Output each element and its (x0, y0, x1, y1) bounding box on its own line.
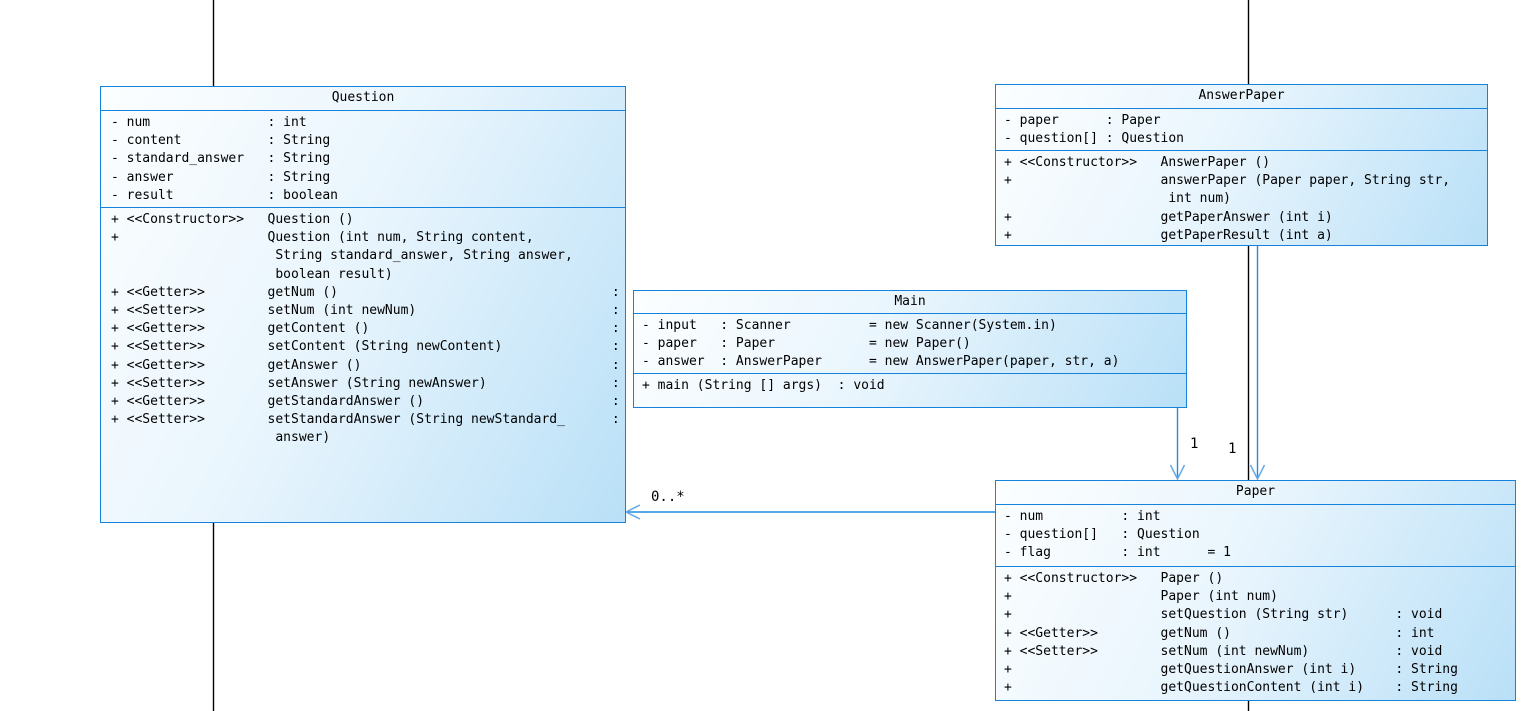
attribute-line: - question[] : Question (1004, 131, 1185, 147)
arrowhead-main-paper-icon (1169, 464, 1186, 481)
class-paper-attributes: - num : int - question[] : Question - fl… (996, 505, 1515, 567)
method-line: + <<Setter>> setNum (int newNum) : void (1004, 643, 1443, 659)
class-paper-title: Paper (996, 481, 1515, 505)
class-question-methods: + <<Constructor>> Question () + Question… (101, 208, 625, 522)
attribute-line: - flag : int = 1 (1004, 545, 1231, 561)
method-line: + getPaperAnswer (int i) (1004, 209, 1333, 225)
method-line: + <<Constructor>> Paper () (1004, 571, 1224, 586)
attribute-line: - answer : AnswerPaper = new AnswerPaper… (642, 354, 1120, 370)
method-line: + <<Setter>> setNum (int newNum) : (111, 303, 620, 319)
multiplicity-paper-question: 0..* (651, 489, 685, 505)
class-answerpaper-title: AnswerPaper (996, 85, 1487, 109)
method-line: + getQuestionAnswer (int i) : String (1004, 662, 1458, 678)
method-line: + getQuestionContent (int i) : String (1004, 680, 1458, 696)
attribute-line: - answer : String (111, 169, 331, 185)
class-main[interactable]: Main - input : Scanner = new Scanner(Sys… (633, 290, 1187, 408)
method-line: + <<Getter>> getNum () : int (1004, 625, 1435, 641)
method-line: + <<Getter>> getNum () : (111, 284, 620, 300)
method-line: + answerPaper (Paper paper, String str, (1004, 173, 1451, 189)
method-line: answer) (111, 430, 331, 446)
attribute-line: - standard_answer : String (111, 151, 331, 167)
class-question[interactable]: Question - num : int - content : String … (100, 86, 626, 523)
attribute-line: - input : Scanner = new Scanner(System.i… (642, 318, 1057, 333)
method-line: + <<Setter>> setContent (String newConte… (111, 339, 620, 355)
class-answerpaper-attributes: - paper : Paper - question[] : Question (996, 109, 1487, 151)
attribute-line: - num : int (111, 115, 307, 130)
method-line: boolean result) (111, 266, 393, 282)
method-line: + Paper (int num) (1004, 589, 1278, 605)
method-line: + <<Setter>> setAnswer (String newAnswer… (111, 375, 620, 391)
method-line: String standard_answer, String answer, (111, 248, 573, 264)
method-line: + <<Setter>> setStandardAnswer (String n… (111, 412, 620, 428)
attribute-line: - question[] : Question (1004, 527, 1200, 543)
attribute-line: - num : int (1004, 509, 1161, 524)
method-line: + Question (int num, String content, (111, 230, 534, 246)
arrowhead-answerpaper-paper-icon (1249, 464, 1266, 481)
method-line: + <<Constructor>> AnswerPaper () (1004, 155, 1271, 170)
class-answerpaper-methods: + <<Constructor>> AnswerPaper () + answe… (996, 151, 1487, 245)
class-main-title: Main (634, 291, 1186, 314)
class-paper[interactable]: Paper - num : int - question[] : Questio… (995, 480, 1516, 701)
class-question-title: Question (101, 87, 625, 111)
method-line: + setQuestion (String str) : void (1004, 607, 1443, 623)
attribute-line: - paper : Paper = new Paper() (642, 336, 971, 352)
method-line: + main (String [] args) : void (642, 378, 885, 393)
arrowhead-paper-question-icon (624, 504, 641, 520)
method-line: + <<Getter>> getContent () : (111, 321, 620, 337)
method-line: + getPaperResult (int a) (1004, 227, 1333, 243)
attribute-line: - content : String (111, 133, 331, 149)
attribute-line: - paper : Paper (1004, 113, 1161, 128)
method-line: + <<Getter>> getStandardAnswer () : (111, 394, 620, 410)
class-main-methods: + main (String [] args) : void (634, 374, 1186, 407)
method-line: + <<Getter>> getAnswer () : (111, 357, 620, 373)
class-answerpaper[interactable]: AnswerPaper - paper : Paper - question[]… (995, 84, 1488, 246)
multiplicity-main-paper: 1 (1190, 436, 1199, 452)
multiplicity-answerpaper-paper: 1 (1228, 441, 1237, 457)
method-line: int num) (1004, 191, 1231, 207)
class-question-attributes: - num : int - content : String - standar… (101, 111, 625, 208)
class-main-attributes: - input : Scanner = new Scanner(System.i… (634, 314, 1186, 374)
class-paper-methods: + <<Constructor>> Paper () + Paper (int … (996, 567, 1515, 700)
attribute-line: - result : boolean (111, 187, 338, 203)
method-line: + <<Constructor>> Question () (111, 212, 354, 227)
